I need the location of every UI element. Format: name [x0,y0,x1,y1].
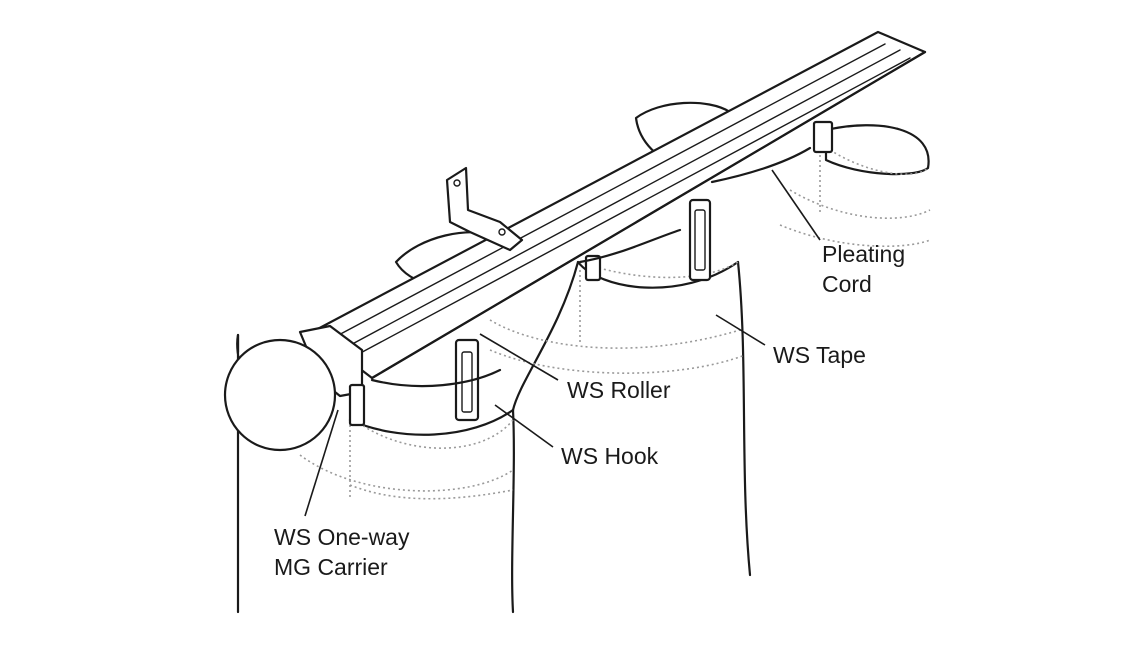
curtain-rail [298,30,927,398]
label-ws-tape: WS Tape [773,342,866,368]
leader-ws-tape [715,314,766,346]
label-pleating-cord-line2: Cord [822,271,872,297]
label-ws-hook: WS Hook [561,443,659,469]
label-pleating-cord-line1: Pleating [822,241,905,267]
ws-hooks [348,120,834,427]
label-ws-roller: WS Roller [567,377,671,403]
leader-ws-carrier [304,409,339,517]
leader-ws-roller [479,333,559,381]
wall-bracket [445,166,524,252]
leader-ws-hook [494,404,554,448]
ws-rollers [370,146,812,388]
label-ws-carrier-line2: MG Carrier [274,554,388,580]
rail-finial [223,338,337,452]
leader-pleating-cord [771,169,821,241]
label-ws-carrier-line1: WS One-way [274,524,410,550]
